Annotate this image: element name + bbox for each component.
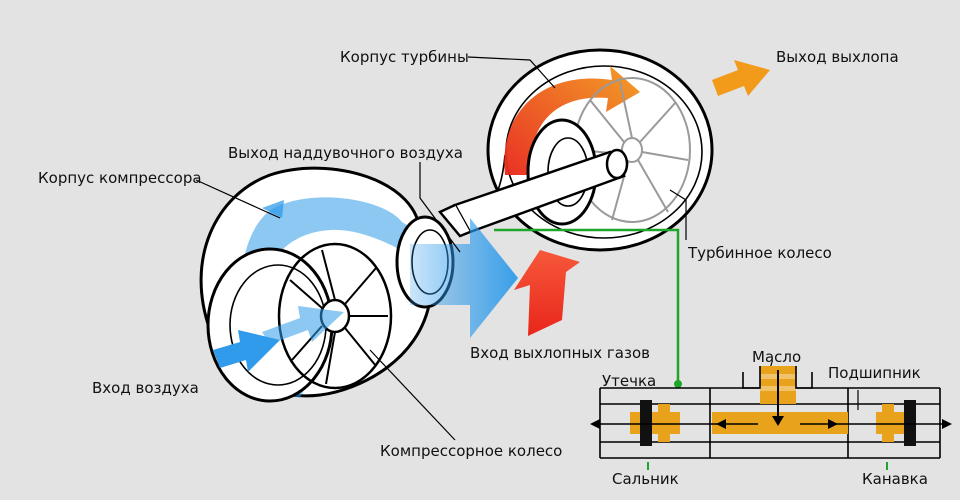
label-air-in: Вход воздуха [92,379,199,397]
exhaust-inlet-arrow [514,250,580,336]
label-oil: Масло [752,348,801,366]
label-exhaust-out: Выход выхлопа [776,48,899,66]
bearing-callout-dot [674,380,682,388]
boost-air-arrow [410,218,518,338]
label-turbine-wheel: Турбинное колесо [687,244,832,262]
label-seal: Сальник [612,470,679,488]
label-compressor-wheel: Компрессорное колесо [380,442,562,460]
label-compressor-housing: Корпус компрессора [38,169,202,187]
label-turbine-housing: Корпус турбины [340,48,469,66]
label-leak: Утечка [602,372,656,390]
label-boost-air-out: Выход наддувочного воздуха [228,144,463,162]
compressor-direction-arrow [262,200,284,218]
exhaust-outlet-arrow [712,60,770,96]
leader-lines [195,56,859,441]
exhaust-flow-arrow [504,66,640,175]
label-exhaust-in: Вход выхлопных газов [470,344,650,362]
label-groove: Канавка [862,470,928,488]
air-inlet-arrow [213,330,280,372]
label-bearing: Подшипник [828,364,921,382]
bearing-callout-line [494,228,680,382]
air-inlet-arrow-inner [262,306,344,344]
turbo-shaft [438,148,629,238]
bearing-detail [590,366,952,470]
